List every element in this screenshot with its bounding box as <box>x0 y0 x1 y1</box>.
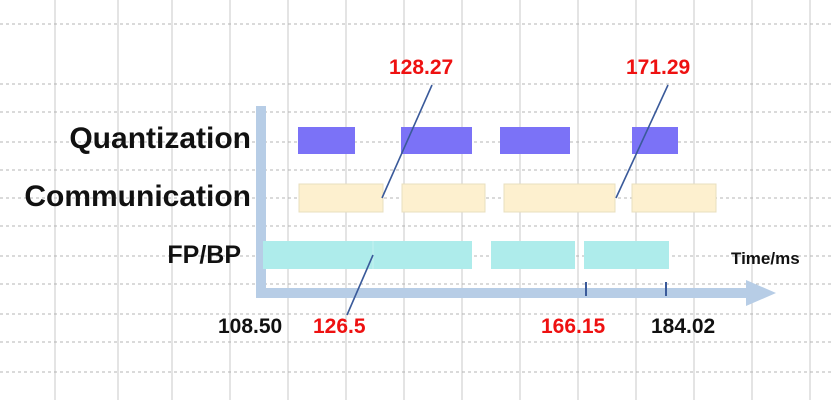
row-label-communication: Communication <box>24 180 251 213</box>
quantization-bar-3 <box>500 127 570 154</box>
fpbp-bar-4 <box>584 241 669 269</box>
leader-line-128 <box>381 84 433 199</box>
tick-label-126: 126.5 <box>313 315 366 338</box>
axis-unit-label: Time/ms <box>731 249 800 268</box>
leader-line-126 <box>346 254 374 316</box>
tick-label-108: 108.50 <box>218 315 283 338</box>
quantization-bar-1 <box>298 127 355 154</box>
leader-lines <box>346 84 669 316</box>
axis-ticks <box>585 282 667 296</box>
communication-bar-4 <box>631 183 717 213</box>
tick-label-184: 184.02 <box>651 315 716 338</box>
row-label-quantization: Quantization <box>69 122 251 155</box>
quantization-bar-4 <box>632 127 678 154</box>
communication-bar-2 <box>401 183 486 213</box>
fpbp-bar-2 <box>373 241 472 269</box>
leader-line-171 <box>615 84 669 199</box>
axes <box>256 106 776 306</box>
y-axis <box>256 106 266 296</box>
x-axis-arrow <box>746 280 776 306</box>
row-label-fpbp: FP/BP <box>167 241 241 269</box>
x-axis <box>256 288 750 298</box>
quantization-bars <box>298 127 678 154</box>
tick-label-166: 166.15 <box>541 315 606 338</box>
fpbp-bars <box>263 241 669 269</box>
communication-bar-1 <box>298 183 384 213</box>
fpbp-bar-1 <box>263 241 373 269</box>
quantization-bar-2 <box>401 127 472 154</box>
communication-bar-3 <box>503 183 616 213</box>
communication-bars <box>298 183 717 213</box>
callout-label-171: 171.29 <box>626 56 691 79</box>
fpbp-bar-3 <box>491 241 575 269</box>
callout-label-128: 128.27 <box>389 56 454 79</box>
